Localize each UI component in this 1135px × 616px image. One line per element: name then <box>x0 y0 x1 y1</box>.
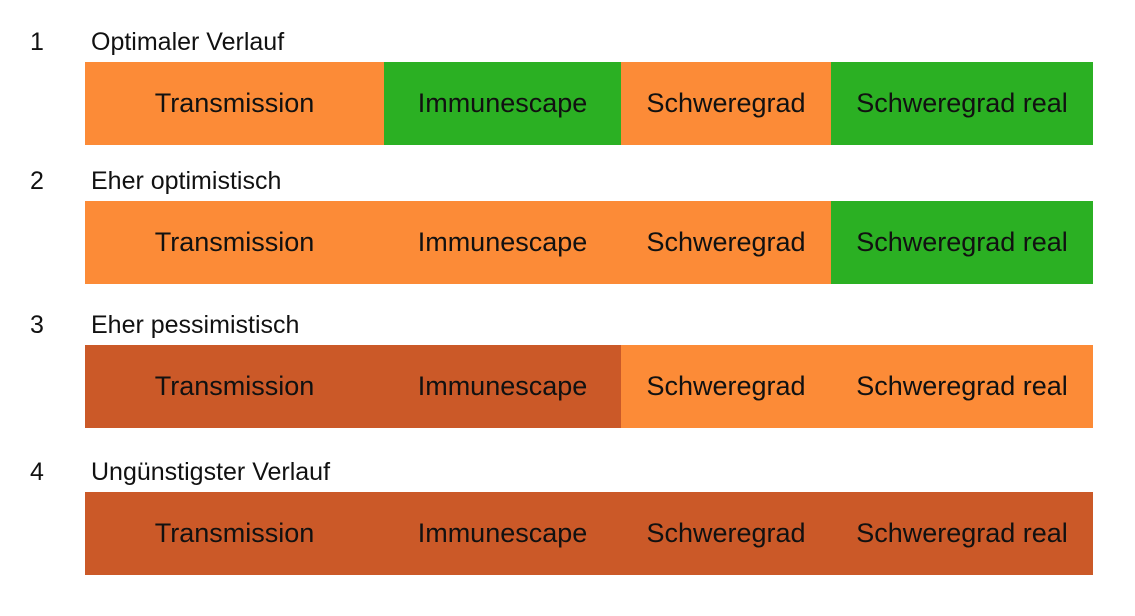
cell-immunescape: Immunescape <box>384 492 621 575</box>
scenario-bar: Transmission Immunescape Schweregrad Sch… <box>85 492 1093 575</box>
cell-transmission: Transmission <box>85 345 384 428</box>
scenario-bar: Transmission Immunescape Schweregrad Sch… <box>85 345 1093 428</box>
cell-immunescape: Immunescape <box>384 345 621 428</box>
scenario-title: Optimaler Verlauf <box>91 28 285 56</box>
scenario-title: Eher optimistisch <box>91 167 282 195</box>
scenario-number: 3 <box>30 311 44 339</box>
cell-schweregrad-real: Schweregrad real <box>831 345 1093 428</box>
scenario-title: Ungünstigster Verlauf <box>91 458 331 486</box>
scenario-bar: Transmission Immunescape Schweregrad Sch… <box>85 201 1093 284</box>
scenario-bar: Transmission Immunescape Schweregrad Sch… <box>85 62 1093 145</box>
cell-schweregrad: Schweregrad <box>621 62 831 145</box>
cell-immunescape: Immunescape <box>384 201 621 284</box>
cell-schweregrad: Schweregrad <box>621 492 831 575</box>
cell-schweregrad-real: Schweregrad real <box>831 62 1093 145</box>
cell-immunescape: Immunescape <box>384 62 621 145</box>
cell-schweregrad-real: Schweregrad real <box>831 201 1093 284</box>
cell-schweregrad: Schweregrad <box>621 201 831 284</box>
cell-schweregrad: Schweregrad <box>621 345 831 428</box>
cell-transmission: Transmission <box>85 492 384 575</box>
cell-transmission: Transmission <box>85 201 384 284</box>
scenario-number: 2 <box>30 167 44 195</box>
cell-schweregrad-real: Schweregrad real <box>831 492 1093 575</box>
scenario-number: 4 <box>30 458 44 486</box>
cell-transmission: Transmission <box>85 62 384 145</box>
scenario-number: 1 <box>30 28 44 56</box>
scenario-title: Eher pessimistisch <box>91 311 300 339</box>
